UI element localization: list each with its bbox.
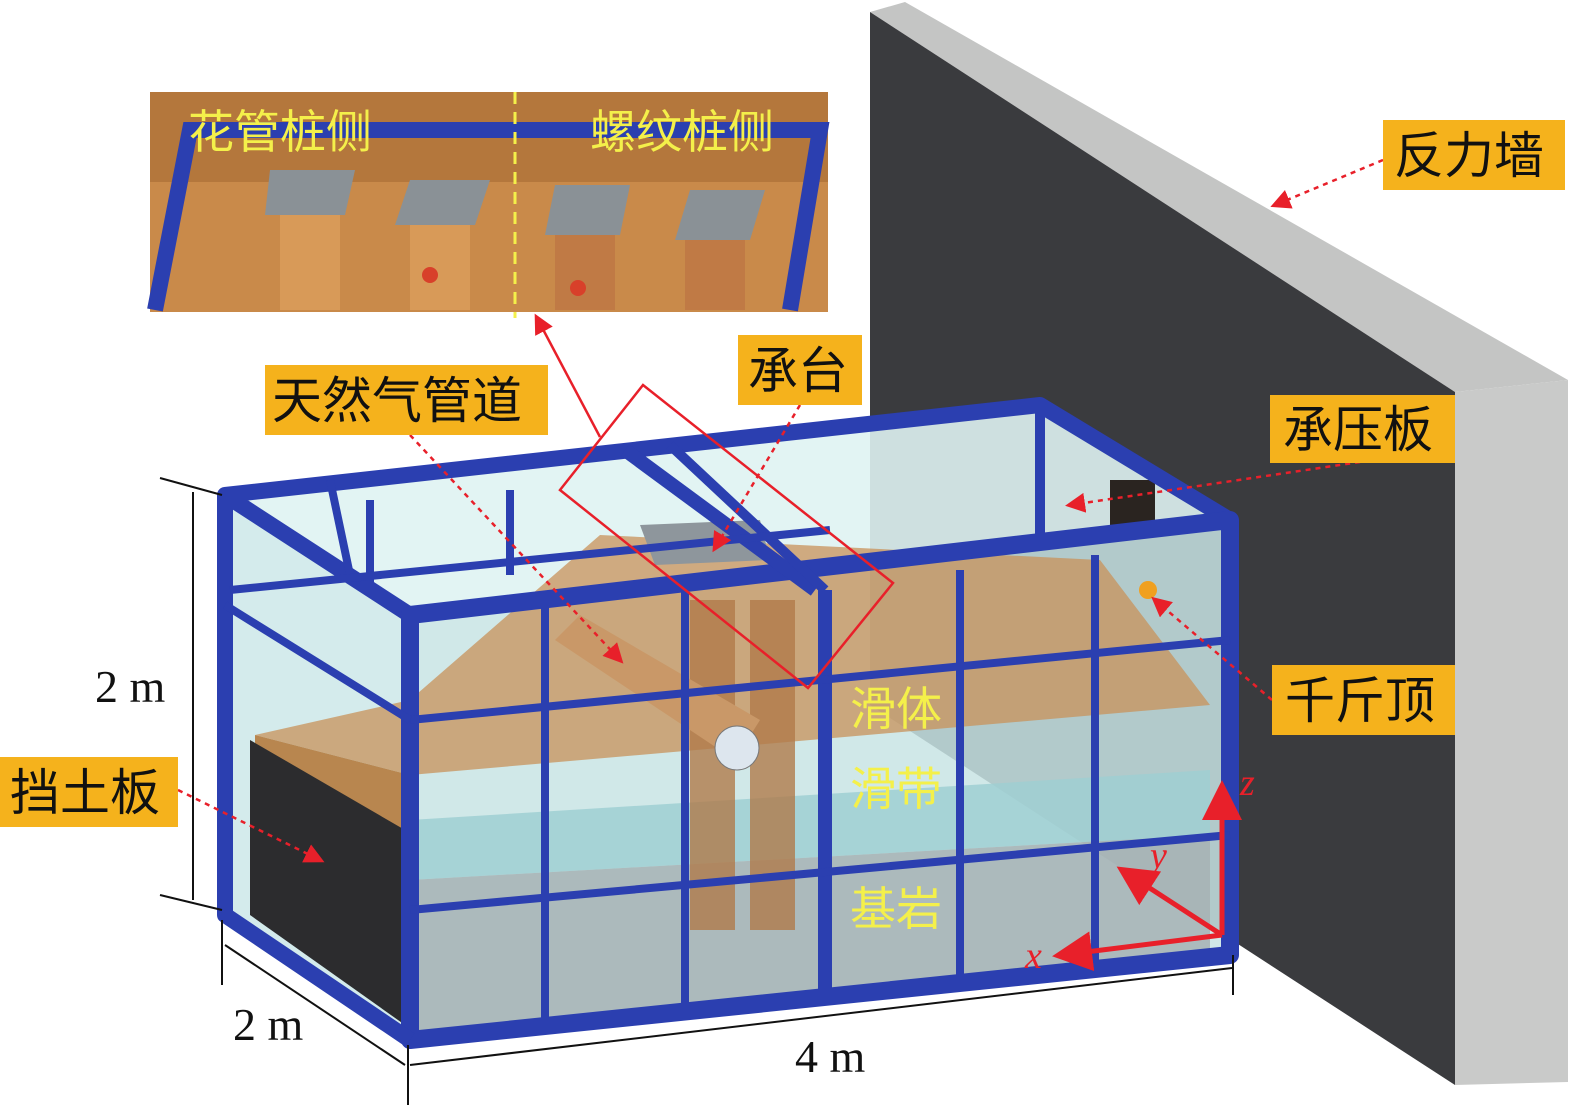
label-retaining-plate: 挡土板 xyxy=(0,757,178,827)
layer-sliding-body: 滑体 xyxy=(850,682,942,736)
blue-frame xyxy=(217,397,1239,1049)
axis-y-label: y xyxy=(1146,835,1167,877)
layer-sliding-zone: 滑带 xyxy=(850,762,942,816)
bedrock-layer xyxy=(410,835,1210,1035)
label-pile-cap: 承台 xyxy=(738,335,862,405)
label-bearing-plate: 承压板 xyxy=(1270,395,1455,463)
dimension-lines xyxy=(159,477,1234,1105)
label-gas-pipeline: 天然气管道 xyxy=(265,365,548,435)
inset-left-label: 花管桩侧 xyxy=(188,105,372,159)
retaining-plate xyxy=(250,740,405,1025)
width-dimension: 2 m xyxy=(233,999,304,1050)
axis-x-label: x xyxy=(1024,935,1042,977)
leader-lines xyxy=(177,158,1384,863)
inset-right-label: 螺纹桩侧 xyxy=(590,105,774,159)
sliding-zone-layer xyxy=(410,770,1210,880)
svg-text:天然气管道: 天然气管道 xyxy=(272,372,522,430)
svg-text:反力墙: 反力墙 xyxy=(1394,127,1544,185)
label-reaction-wall: 反力墙 xyxy=(1383,120,1565,190)
height-dimension: 2 m xyxy=(95,661,166,712)
inset-closeup: 花管桩侧 螺纹桩侧 xyxy=(147,92,830,318)
svg-text:挡土板: 挡土板 xyxy=(10,764,160,822)
layer-bedrock: 基岩 xyxy=(850,882,942,936)
coordinate-axes xyxy=(1052,780,1242,972)
length-dimension: 4 m xyxy=(795,1031,866,1082)
svg-text:承压板: 承压板 xyxy=(1283,401,1433,459)
jack xyxy=(1139,581,1157,599)
svg-text:千斤顶: 千斤顶 xyxy=(1285,672,1435,730)
axis-z-label: z xyxy=(1239,762,1255,804)
zoom-callout xyxy=(534,313,895,690)
label-jack: 千斤顶 xyxy=(1272,665,1455,735)
svg-text:承台: 承台 xyxy=(748,342,848,400)
